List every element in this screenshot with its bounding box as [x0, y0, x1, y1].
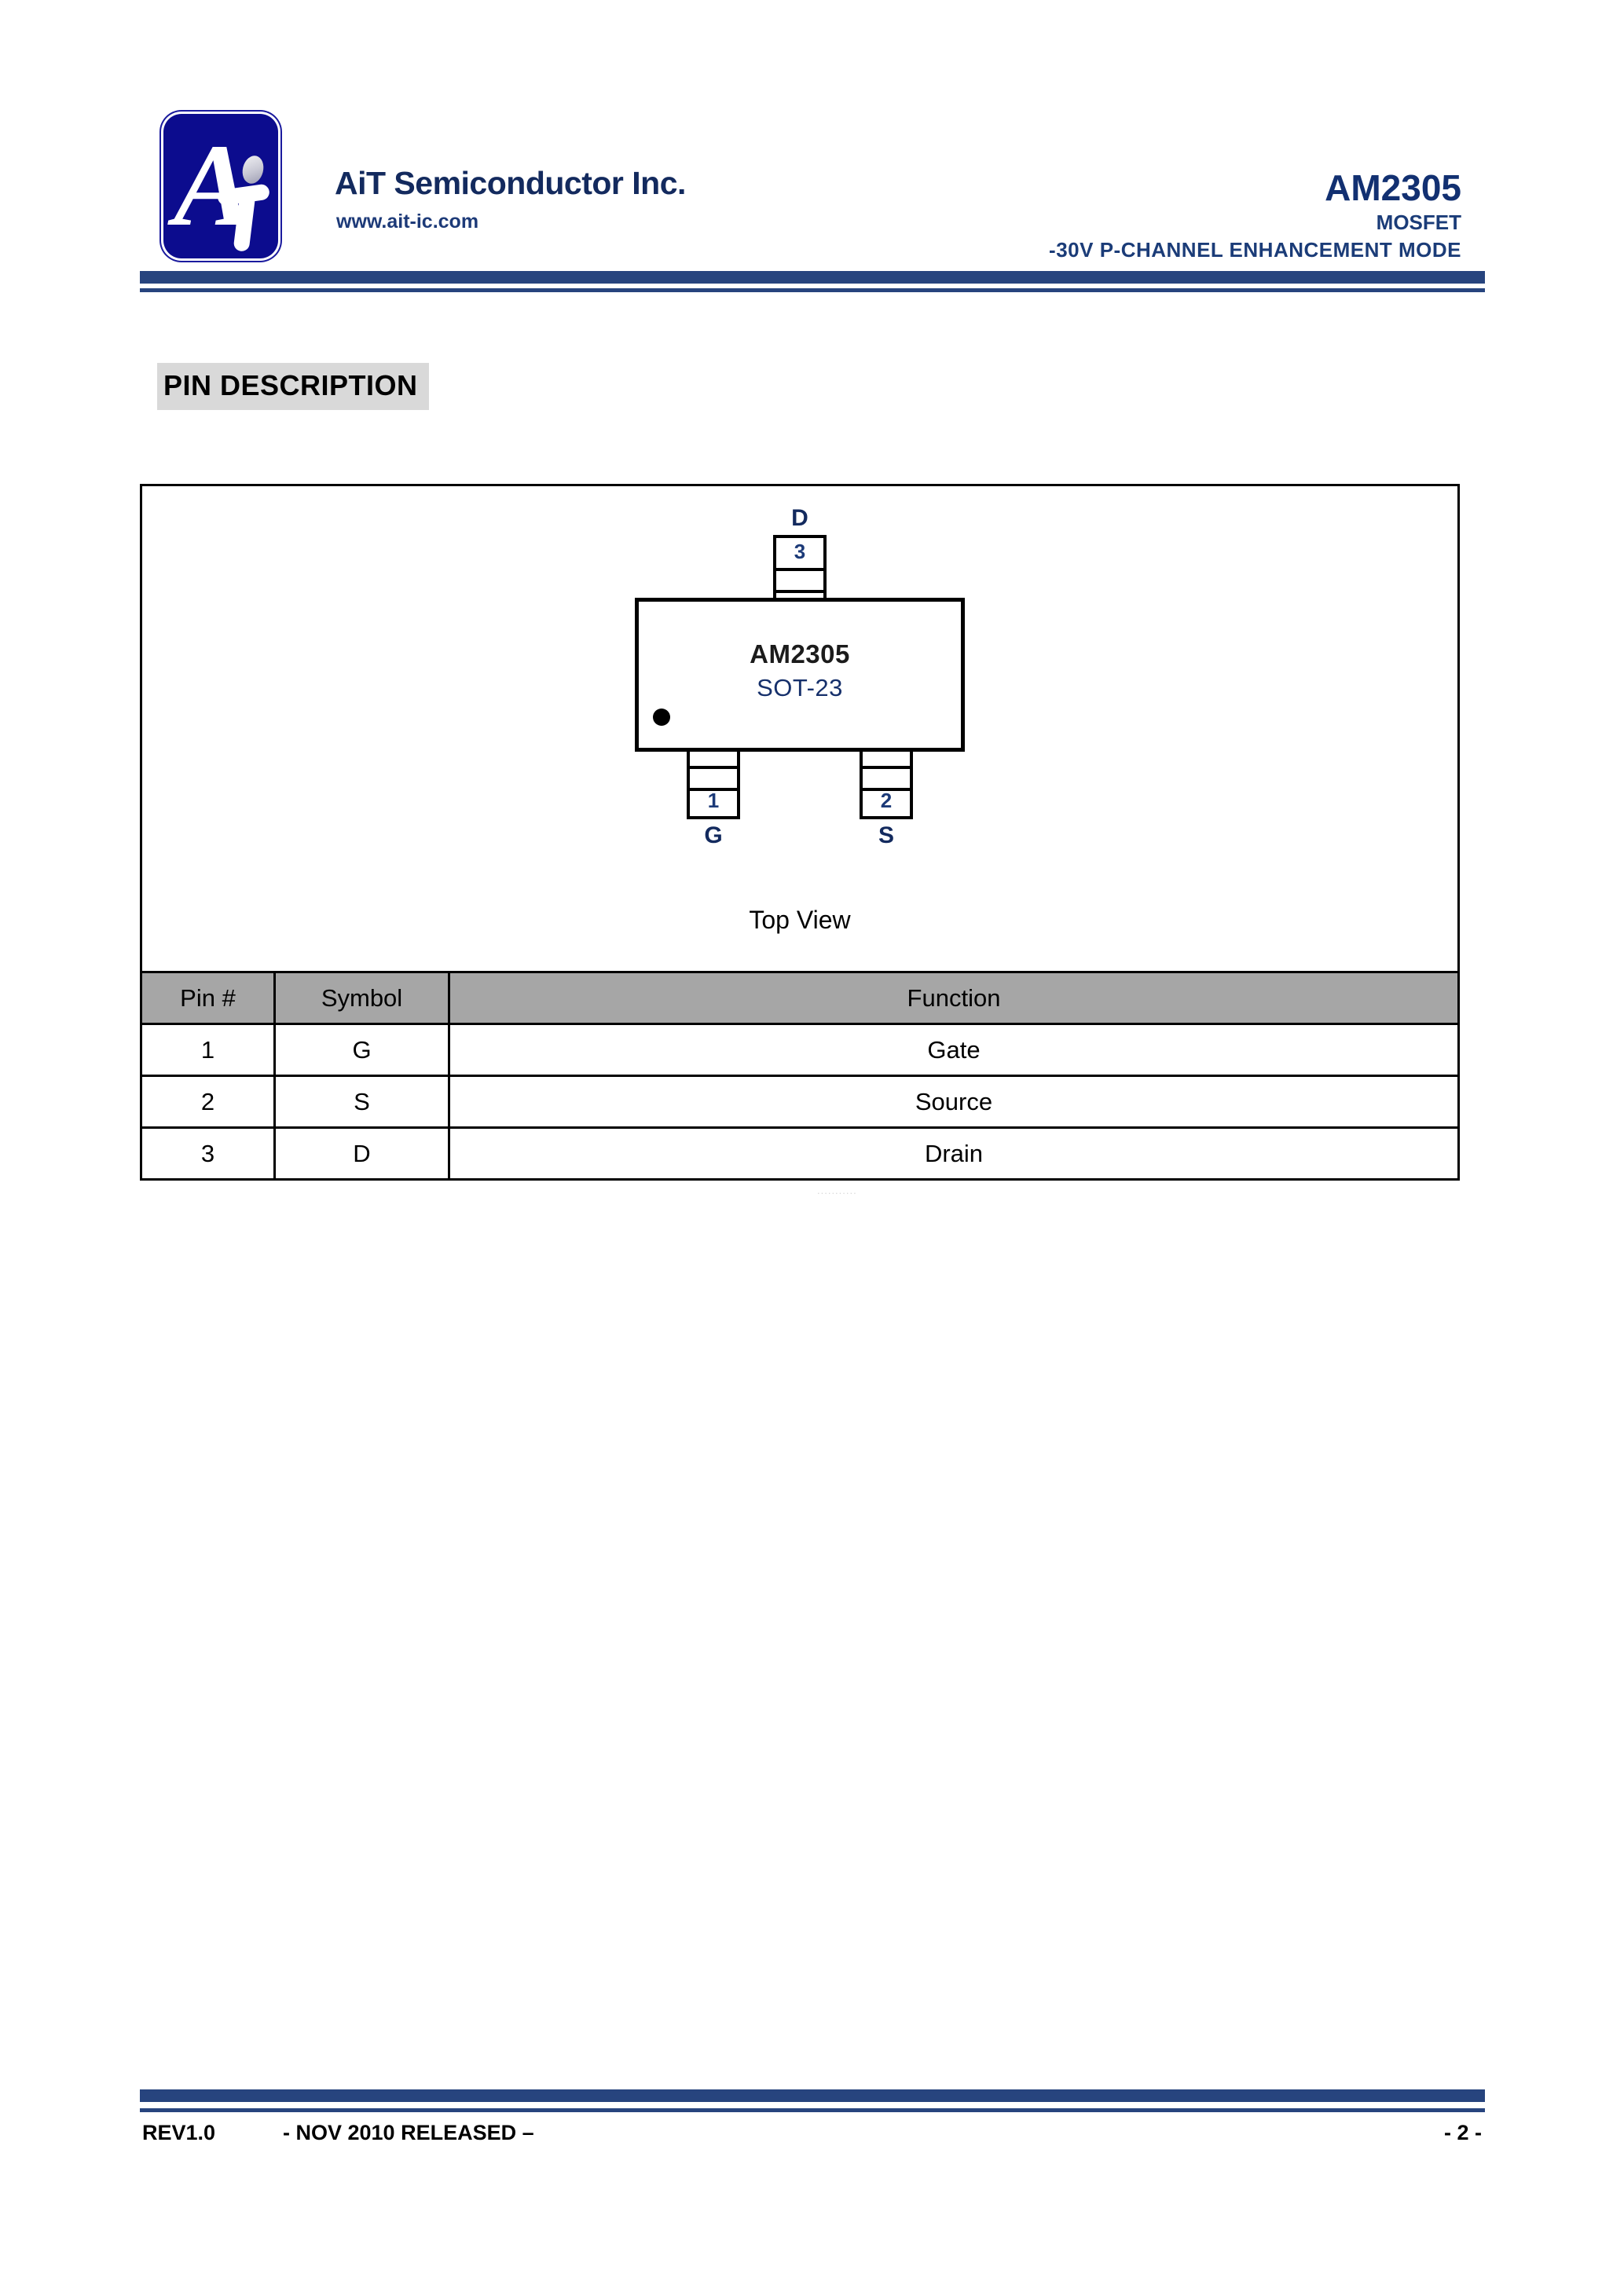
table-header-row: Pin # Symbol Function — [140, 971, 1460, 1025]
section-title-pin-description: PIN DESCRIPTION — [157, 363, 429, 410]
footer-divider-thin — [140, 2108, 1485, 2112]
pin-description-table: Pin # Symbol Function 1 G Gate 2 S Sourc… — [140, 971, 1460, 1181]
pin-number-2: 2 — [880, 789, 893, 812]
cell-symbol: D — [273, 1126, 450, 1181]
diagram-caption: Top View — [749, 906, 851, 934]
footer-revision: REV1.0 — [142, 2121, 216, 2144]
table-row: 2 S Source — [140, 1075, 1460, 1129]
company-website[interactable]: www.ait-ic.com — [336, 211, 479, 233]
package-diagram-area: D 3 AM2305 SOT-23 1 — [142, 486, 1457, 971]
footer-page-number: - 2 - — [1443, 2121, 1482, 2144]
footer-divider-thick — [140, 2089, 1485, 2102]
part-number: AM2305 — [1325, 167, 1461, 208]
pin-lead-3: 3 — [773, 535, 827, 601]
column-header-function: Function — [448, 971, 1460, 1025]
cell-pin: 2 — [140, 1075, 276, 1129]
part-description: -30V P-CHANNEL ENHANCEMENT MODE — [1049, 238, 1461, 262]
column-header-symbol: Symbol — [273, 971, 450, 1025]
sot23-package-drawing: D 3 AM2305 SOT-23 1 — [635, 505, 965, 945]
table-row: 3 D Drain — [140, 1126, 1460, 1181]
page-header: A AiT Semiconductor Inc. www.ait-ic.com … — [140, 94, 1461, 263]
cell-pin: 3 — [140, 1126, 276, 1181]
pin-label-d: D — [791, 505, 808, 531]
header-divider-thin — [140, 288, 1485, 292]
part-type: MOSFET — [1376, 211, 1461, 234]
package-marking-part: AM2305 — [750, 639, 850, 668]
pin-lead-segment — [690, 766, 737, 769]
cell-function: Source — [448, 1075, 1460, 1129]
pin-lead-segment — [776, 568, 823, 571]
cell-function: Drain — [448, 1126, 1460, 1181]
pin-label-s: S — [878, 822, 894, 848]
cell-pin: 1 — [140, 1023, 276, 1077]
pin-number-1: 1 — [707, 789, 720, 812]
footer-release-note: - NOV 2010 RELEASED – — [283, 2121, 534, 2144]
cell-symbol: G — [273, 1023, 450, 1077]
cell-symbol: S — [273, 1075, 450, 1129]
pin-lead-segment — [863, 788, 910, 791]
package-marking-type: SOT-23 — [757, 674, 843, 701]
package-body: AM2305 SOT-23 — [635, 598, 965, 752]
pin-lead-segment — [863, 766, 910, 769]
pin-lead-1: 1 — [687, 749, 740, 819]
company-name: AiT Semiconductor Inc. — [335, 165, 686, 201]
cell-function: Gate — [448, 1023, 1460, 1077]
pin-lead-2: 2 — [860, 749, 913, 819]
table-row: 1 G Gate — [140, 1023, 1460, 1077]
header-divider-thick — [140, 271, 1485, 284]
pin-lead-segment — [690, 788, 737, 791]
pin-description-box: D 3 AM2305 SOT-23 1 — [140, 484, 1460, 1181]
pin-one-dot-icon — [653, 709, 670, 726]
pin-number-3: 3 — [794, 540, 806, 563]
pin-lead-segment — [776, 590, 823, 593]
faint-watermark: ........... — [817, 1185, 857, 1196]
column-header-pin: Pin # — [140, 971, 276, 1025]
pin-label-g: G — [704, 822, 723, 848]
company-logo: A — [161, 112, 280, 261]
